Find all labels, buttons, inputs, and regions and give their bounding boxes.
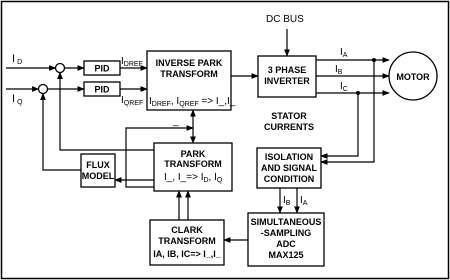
flux-label-1: FLUX xyxy=(86,160,110,170)
clark-transform-block xyxy=(149,219,225,266)
motor-label: MOTOR xyxy=(396,72,430,82)
isolation-label-1: ISOLATION xyxy=(265,152,313,162)
park-label-2: TRANSFORM xyxy=(164,159,222,169)
ia-label: IA xyxy=(340,47,348,59)
adc-label-3: ADC xyxy=(276,239,296,249)
sum-junction-d xyxy=(54,62,66,74)
stator-label-1: STATOR xyxy=(271,111,307,121)
iqref-label: IQREF xyxy=(121,95,143,107)
isolation-block xyxy=(256,147,322,189)
adc-block xyxy=(247,212,325,267)
inverse-park-formula: IDREF, IQREF => I_,I_ xyxy=(149,96,236,108)
inverse-park-label-1: INVERSE PARK xyxy=(156,58,223,68)
three-phase-label-1: 3 PHASE xyxy=(268,65,307,75)
park-label-1: PARK xyxy=(181,149,206,159)
sum-junction-q xyxy=(37,83,49,95)
id-feedback-line xyxy=(57,71,154,151)
flux-model-block xyxy=(80,153,116,188)
ia-feedback-line xyxy=(320,60,375,165)
clark-label-2: TRANSFORM xyxy=(158,236,216,246)
three-phase-label-2: INVERTER xyxy=(264,76,310,86)
ic-feedback-line xyxy=(320,93,359,159)
adc-label-1: SIMULTANEOUS xyxy=(251,217,322,227)
clark-label-3: IA, IB, IC=> I_,I_ xyxy=(153,249,222,259)
feedback-dash-label: _ xyxy=(172,116,179,127)
isolation-label-2: AND SIGNAL xyxy=(261,163,318,173)
park-transform-block xyxy=(153,142,233,192)
dc-bus-label: DC BUS xyxy=(266,14,304,25)
iq-feedback-line xyxy=(40,92,81,171)
stator-label-2: CURRENTS xyxy=(264,122,314,132)
flux-label-2: MODEL xyxy=(82,171,115,181)
inverse-park-label-2: TRANSFORM xyxy=(160,69,218,79)
adc-label-4: MAX125 xyxy=(268,250,303,260)
adc-ia-label: IA xyxy=(300,195,308,207)
inverse-park-block xyxy=(146,50,232,111)
flux-angle-line xyxy=(125,125,194,188)
isolation-label-3: CONDITION xyxy=(264,174,315,184)
idref-label: IDREF xyxy=(121,56,143,68)
ic-label: IC xyxy=(340,81,348,93)
adc-ib-label: IB xyxy=(283,195,291,207)
park-formula: I_, I_=> ID, IQ xyxy=(164,172,223,184)
adc-label-2: -SAMPLING xyxy=(261,228,312,238)
pid-d-label: PID xyxy=(94,64,110,74)
pid-q-label: PID xyxy=(94,85,110,95)
clark-label-1: CLARK xyxy=(171,225,203,235)
three-phase-inverter-block xyxy=(257,55,317,98)
ib-label: IB xyxy=(335,64,343,76)
